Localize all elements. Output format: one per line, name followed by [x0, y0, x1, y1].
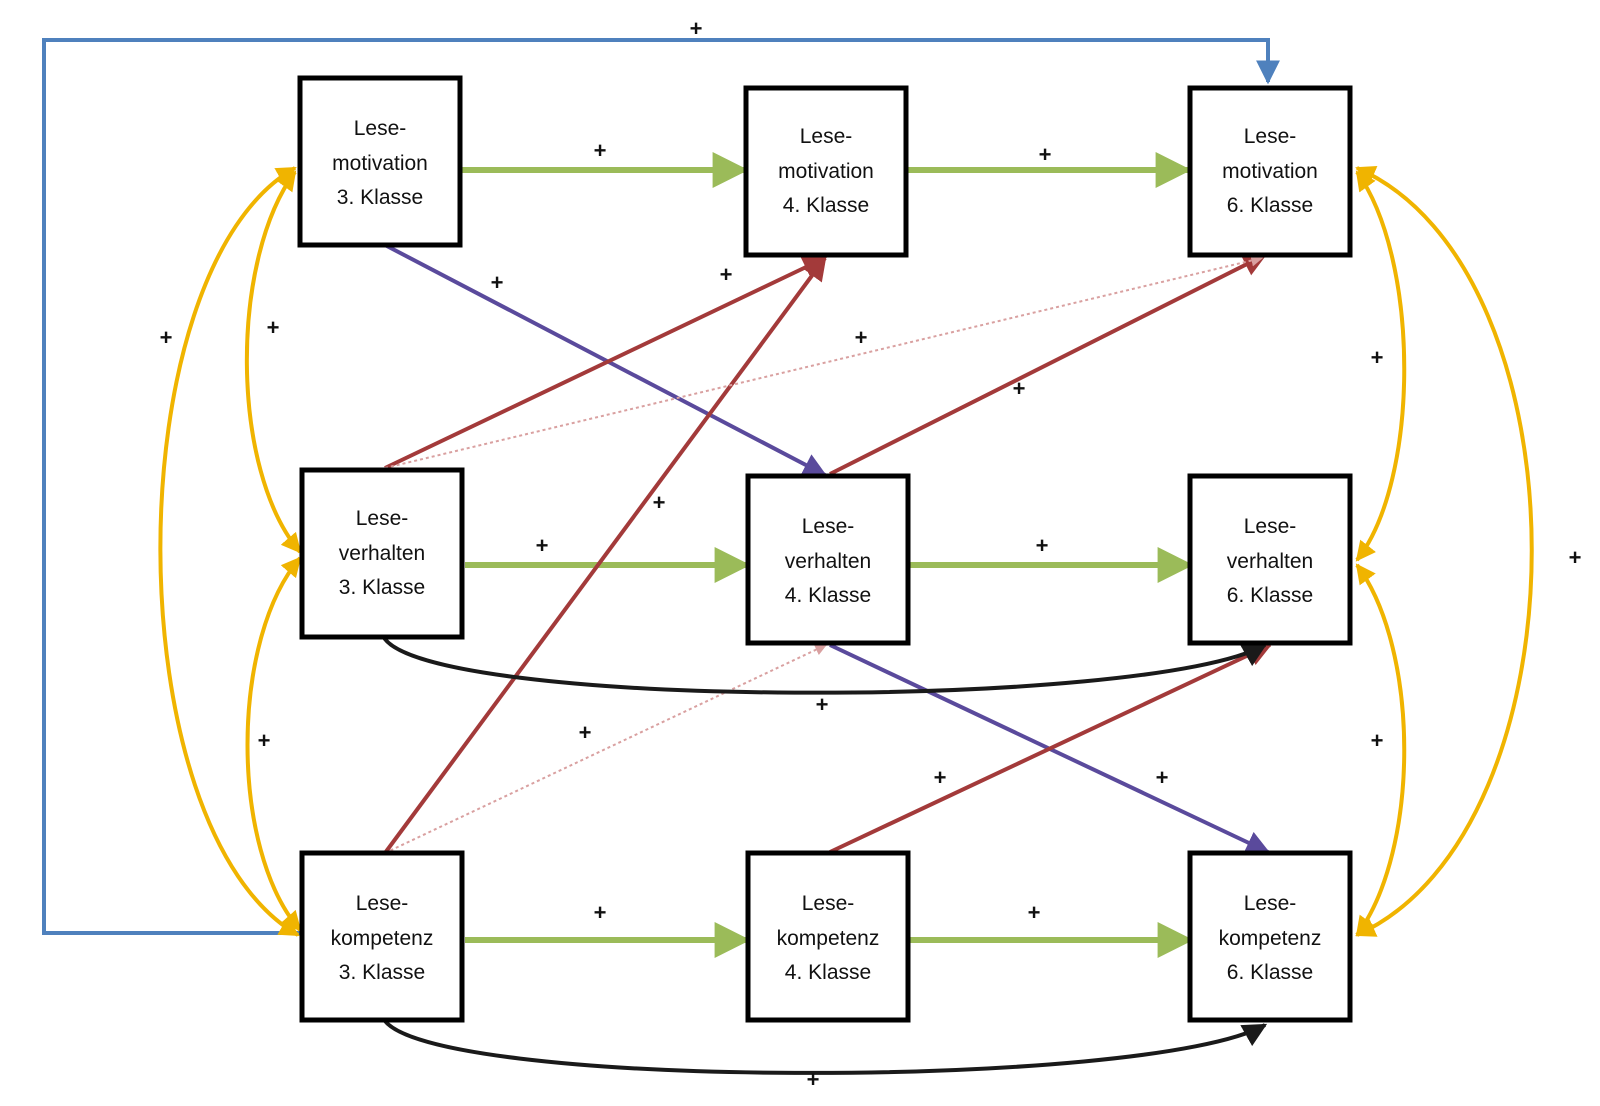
- sign-kompetenz-3-4: +: [594, 900, 607, 925]
- edge-kompetenz3-kompetenz6: [381, 1016, 1268, 1075]
- svg-text:kompetenz: kompetenz: [777, 927, 880, 950]
- edge-verhalten3-motivation6: [384, 254, 1264, 469]
- node-motivation-3: Lese- motivation 3. Klasse: [297, 75, 463, 248]
- node-motivation-6: Lese- motivation 6. Klasse: [1187, 85, 1353, 258]
- svg-text:6. Klasse: 6. Klasse: [1227, 961, 1313, 984]
- svg-text:Lese-: Lese-: [356, 892, 409, 915]
- sign-kompetenz3-verhalten4: +: [579, 720, 592, 745]
- edge-kompetenz3-verhalten4: [384, 644, 828, 854]
- svg-text:Lese-: Lese-: [356, 507, 409, 530]
- cov-verhalten3-kompetenz3: [245, 556, 302, 932]
- sign-kompetenz4-verhalten6: +: [934, 765, 947, 790]
- svg-text:4. Klasse: 4. Klasse: [785, 961, 871, 984]
- edge-verhalten3-verhalten6: [381, 634, 1268, 695]
- svg-text:verhalten: verhalten: [785, 550, 871, 573]
- svg-text:motivation: motivation: [1222, 160, 1318, 183]
- svg-text:kompetenz: kompetenz: [1219, 927, 1322, 950]
- edge-motivation3-verhalten4: [384, 243, 828, 477]
- cov-motivation3-verhalten3: [244, 170, 302, 554]
- node-kompetenz-6: Lese- kompetenz 6. Klasse: [1187, 850, 1353, 1023]
- svg-text:motivation: motivation: [332, 152, 428, 175]
- sign-verhalten4-kompetenz6: +: [1156, 765, 1169, 790]
- svg-text:Lese-: Lese-: [802, 892, 855, 915]
- sign-motivation3-verhalten4: +: [491, 270, 504, 295]
- node-verhalten-3: Lese- verhalten 3. Klasse: [299, 467, 465, 640]
- sign-verhalten3-verhalten6: +: [816, 692, 829, 717]
- sign-kompetenz3-motivation4: +: [653, 490, 666, 515]
- sign-verhalten4-motivation6: +: [1013, 376, 1026, 401]
- cov-verhalten6-kompetenz6: [1355, 563, 1407, 937]
- svg-text:3. Klasse: 3. Klasse: [337, 186, 423, 209]
- svg-text:Lese-: Lese-: [1244, 515, 1297, 538]
- sign-cov-left-lower: +: [258, 728, 271, 753]
- svg-text:Lese-: Lese-: [802, 515, 855, 538]
- sign-cov-right-upper: +: [1371, 345, 1384, 370]
- svg-text:verhalten: verhalten: [339, 542, 425, 565]
- edge-verhalten3-motivation4: [384, 256, 828, 470]
- sign-cov-right-lower: +: [1371, 728, 1384, 753]
- svg-text:Lese-: Lese-: [1244, 892, 1297, 915]
- sign-verhalten-3-4: +: [536, 533, 549, 558]
- svg-text:4. Klasse: 4. Klasse: [783, 194, 869, 217]
- node-verhalten-4: Lese- verhalten 4. Klasse: [745, 473, 911, 646]
- svg-text:kompetenz: kompetenz: [331, 927, 434, 950]
- edge-kompetenz3-motivation4: [383, 256, 827, 855]
- sign-cov-left-upper: +: [267, 315, 280, 340]
- cov-motivation6-verhalten6: [1355, 170, 1407, 562]
- svg-text:Lese-: Lese-: [1244, 125, 1297, 148]
- sign-motivation-3-4: +: [594, 138, 607, 163]
- sign-kompetenz-4-6: +: [1028, 900, 1041, 925]
- svg-text:6. Klasse: 6. Klasse: [1227, 194, 1313, 217]
- node-motivation-4: Lese- motivation 4. Klasse: [743, 85, 909, 258]
- node-kompetenz-4: Lese- kompetenz 4. Klasse: [745, 850, 911, 1023]
- sign-cov-right-outer: +: [1569, 545, 1582, 570]
- sign-cov-left-outer: +: [160, 325, 173, 350]
- node-verhalten-6: Lese- verhalten 6. Klasse: [1187, 473, 1353, 646]
- node-kompetenz-3: Lese- kompetenz 3. Klasse: [299, 850, 465, 1023]
- sign-verhalten-4-6: +: [1036, 533, 1049, 558]
- edge-verhalten4-motivation6: [829, 253, 1268, 476]
- svg-text:motivation: motivation: [778, 160, 874, 183]
- sign-kompetenz3-kompetenz6: +: [807, 1067, 820, 1092]
- svg-text:Lese-: Lese-: [800, 125, 853, 148]
- sign-motivation-4-6: +: [1039, 142, 1052, 167]
- svg-text:3. Klasse: 3. Klasse: [339, 576, 425, 599]
- cov-motivation3-kompetenz3: [158, 166, 300, 937]
- svg-text:verhalten: verhalten: [1227, 550, 1313, 573]
- edge-kompetenz3-motivation6: [42, 38, 1280, 935]
- svg-text:4. Klasse: 4. Klasse: [785, 584, 871, 607]
- cov-motivation6-kompetenz6: [1355, 166, 1534, 937]
- sign-feedback-top: +: [690, 16, 703, 41]
- edge-kompetenz4-verhalten6: [829, 643, 1273, 854]
- svg-text:Lese-: Lese-: [354, 117, 407, 140]
- svg-text:6. Klasse: 6. Klasse: [1227, 584, 1313, 607]
- svg-text:3. Klasse: 3. Klasse: [339, 961, 425, 984]
- sign-verhalten3-motivation4: +: [720, 262, 733, 287]
- sign-verhalten3-motivation6: +: [855, 325, 868, 350]
